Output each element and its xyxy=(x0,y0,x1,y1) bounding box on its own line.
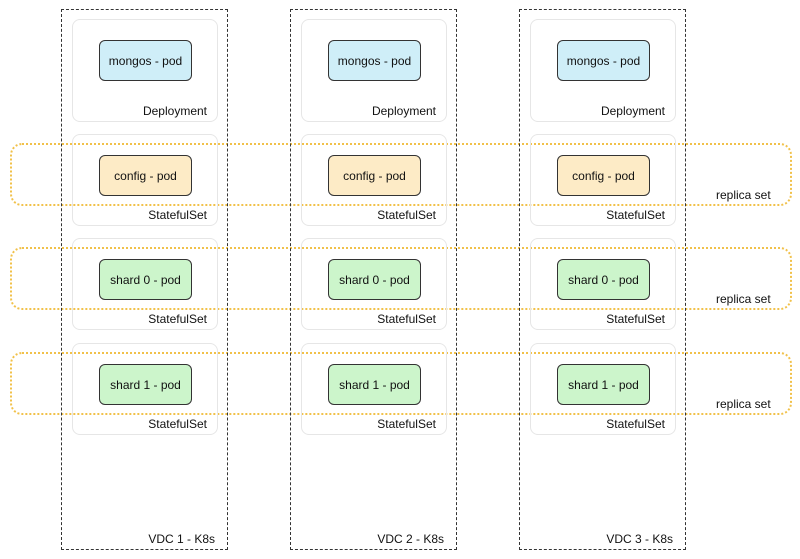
replica-set-outline-config xyxy=(10,143,792,206)
shard1-pod-label: shard 1 - pod xyxy=(568,377,639,392)
shard1-pod: shard 1 - pod xyxy=(328,364,421,405)
statefulset-label: StatefulSet xyxy=(606,312,665,326)
shard1-pod: shard 1 - pod xyxy=(99,364,192,405)
statefulset-shard1-group: shard 1 - pod StatefulSet xyxy=(301,343,447,435)
config-pod: config - pod xyxy=(99,155,192,196)
config-pod-label: config - pod xyxy=(572,168,635,183)
vdc-label: VDC 1 - K8s xyxy=(148,532,215,546)
replica-set-label-config: replica set xyxy=(716,188,771,202)
replica-set-label-shard0: replica set xyxy=(716,292,771,306)
vdc-label: VDC 2 - K8s xyxy=(377,532,444,546)
deployment-label: Deployment xyxy=(371,104,436,118)
vdc-2-container: mongos - pod Deployment config - pod Sta… xyxy=(290,9,457,550)
mongos-pod: mongos - pod xyxy=(328,40,421,81)
deployment-group: mongos - pod Deployment xyxy=(72,19,218,122)
replica-set-outline-shard1 xyxy=(10,352,792,415)
statefulset-label: StatefulSet xyxy=(377,312,436,326)
statefulset-label: StatefulSet xyxy=(148,208,207,222)
config-pod-label: config - pod xyxy=(114,168,177,183)
statefulset-shard0-group: shard 0 - pod StatefulSet xyxy=(72,238,218,330)
statefulset-shard1-group: shard 1 - pod StatefulSet xyxy=(72,343,218,435)
shard0-pod-label: shard 0 - pod xyxy=(110,272,181,287)
shard1-pod: shard 1 - pod xyxy=(557,364,650,405)
deployment-label: Deployment xyxy=(142,104,207,118)
statefulset-shard0-group: shard 0 - pod StatefulSet xyxy=(301,238,447,330)
mongos-pod-label: mongos - pod xyxy=(566,53,641,68)
shard0-pod: shard 0 - pod xyxy=(328,259,421,300)
shard0-pod: shard 0 - pod xyxy=(99,259,192,300)
vdc-1-container: mongos - pod Deployment config - pod Sta… xyxy=(61,9,228,550)
deployment-label: Deployment xyxy=(600,104,665,118)
replica-set-label-shard1: replica set xyxy=(716,397,771,411)
statefulset-label: StatefulSet xyxy=(377,208,436,222)
statefulset-label: StatefulSet xyxy=(377,417,436,431)
shard0-pod-label: shard 0 - pod xyxy=(339,272,410,287)
replica-set-outline-shard0 xyxy=(10,247,792,310)
shard1-pod-label: shard 1 - pod xyxy=(339,377,410,392)
config-pod-label: config - pod xyxy=(343,168,406,183)
vdc-label: VDC 3 - K8s xyxy=(606,532,673,546)
statefulset-shard1-group: shard 1 - pod StatefulSet xyxy=(530,343,676,435)
statefulset-label: StatefulSet xyxy=(606,208,665,222)
statefulset-shard0-group: shard 0 - pod StatefulSet xyxy=(530,238,676,330)
config-pod: config - pod xyxy=(328,155,421,196)
shard1-pod-label: shard 1 - pod xyxy=(110,377,181,392)
statefulset-config-group: config - pod StatefulSet xyxy=(72,134,218,226)
mongos-pod-label: mongos - pod xyxy=(108,53,183,68)
mongos-pod: mongos - pod xyxy=(99,40,192,81)
vdc-3-container: mongos - pod Deployment config - pod Sta… xyxy=(519,9,686,550)
deployment-group: mongos - pod Deployment xyxy=(530,19,676,122)
statefulset-label: StatefulSet xyxy=(148,312,207,326)
mongos-pod: mongos - pod xyxy=(557,40,650,81)
deployment-group: mongos - pod Deployment xyxy=(301,19,447,122)
mongos-pod-label: mongos - pod xyxy=(337,53,412,68)
statefulset-config-group: config - pod StatefulSet xyxy=(301,134,447,226)
statefulset-label: StatefulSet xyxy=(148,417,207,431)
shard0-pod: shard 0 - pod xyxy=(557,259,650,300)
shard0-pod-label: shard 0 - pod xyxy=(568,272,639,287)
statefulset-config-group: config - pod StatefulSet xyxy=(530,134,676,226)
statefulset-label: StatefulSet xyxy=(606,417,665,431)
config-pod: config - pod xyxy=(557,155,650,196)
